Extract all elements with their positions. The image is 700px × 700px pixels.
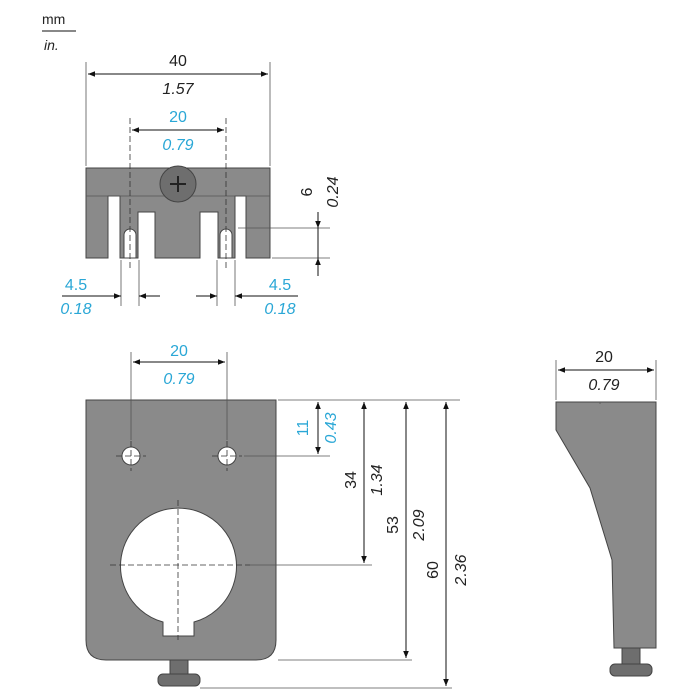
slot-right [219,228,233,259]
unit-mm: mm [42,11,65,27]
side-knob-head [609,663,653,677]
dim-slot-spacing-in: 0.79 [162,137,193,154]
dim-slot-width-right-in: 0.18 [264,301,295,318]
dim-hole-offset-mm: 11 [295,420,312,437]
dim-hole-spacing-mm: 20 [170,343,188,360]
side-view-body [555,401,657,649]
dim-slot-width-left-in: 0.18 [60,301,91,318]
dim-slot-width-right-mm: 4.5 [269,277,291,294]
front-knob-head [157,673,201,687]
dim-side-depth-in: 0.79 [588,377,619,394]
dim-overall-height-in: 2.36 [453,554,470,586]
slot-left [123,228,137,259]
dim-hole-spacing-in: 0.79 [163,371,194,388]
dim-body-height-mm: 53 [385,516,402,534]
dim-slot-width-left-mm: 4.5 [65,277,87,294]
top-view: 40 1.57 20 0.79 6 0.24 4.5 0.18 4.5 0.18 [60,53,342,318]
dim-hole-offset-in: 0.43 [323,412,340,443]
front-view: 20 0.79 11 0.43 34 1.34 53 2.09 60 2.36 [85,343,470,689]
side-knob-stem [621,647,641,665]
dim-side-depth-mm: 20 [595,349,613,366]
center-mark [212,441,242,471]
dim-overall-height-mm: 60 [425,561,442,579]
dim-center-height-mm: 34 [343,471,360,489]
screw-cross-icon [170,176,186,192]
units-legend: mm in. [42,11,76,53]
side-view: 20 0.79 [555,349,657,677]
dim-slot-spacing-mm: 20 [169,109,187,126]
dim-center-height-in: 1.34 [369,464,386,495]
dim-body-height-in: 2.09 [411,509,428,541]
mounting-hole [120,507,237,637]
front-knob-stem [169,659,189,675]
unit-inch: in. [44,37,59,53]
center-mark [110,500,250,640]
center-mark [116,441,146,471]
dim-slot-depth-mm: 6 [299,187,316,196]
dim-overall-width-mm: 40 [169,53,187,70]
dim-overall-width-in: 1.57 [162,81,194,98]
dim-slot-depth-in: 0.24 [325,176,342,207]
